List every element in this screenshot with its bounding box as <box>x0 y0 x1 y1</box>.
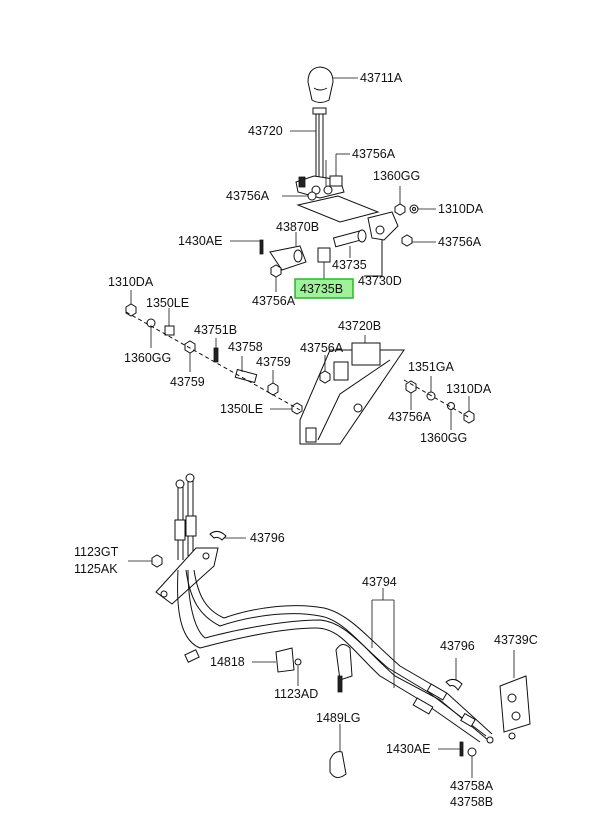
right-nuts-lower <box>403 376 475 430</box>
part-number-text: 43758A <box>450 779 494 793</box>
part-number-text: 1123GT <box>74 545 119 559</box>
part-label-43796_2: 43796 <box>440 639 475 653</box>
part-label-14818: 14818 <box>210 655 245 669</box>
part-number-text: 1310DA <box>446 382 492 396</box>
cable-clip-43796-top <box>209 530 246 541</box>
part-label-43756a_5: 43756A <box>300 341 344 355</box>
part-number-text: 1350LE <box>220 402 263 416</box>
part-label-43756a_2: 43756A <box>226 189 270 203</box>
part-number-text: 43796 <box>440 639 475 653</box>
part-label-43794: 43794 <box>362 575 397 589</box>
clamp-1489LG <box>329 724 347 778</box>
part-label-43756a_1: 43756A <box>352 147 396 161</box>
part-number-text: 43758 <box>228 340 263 354</box>
part-number-text: 43730D <box>358 274 402 288</box>
part-label-43758: 43758 <box>228 340 263 354</box>
part-number-text: 43756A <box>226 189 270 203</box>
part-number-text: 1430AE <box>178 234 222 248</box>
part-label-1350le_2: 1350LE <box>220 402 263 416</box>
part-label-1125ak: 1125AK <box>74 562 118 576</box>
part-label-1350le_1: 1350LE <box>146 296 189 310</box>
part-number-text: 14818 <box>210 655 245 669</box>
shift-knob <box>307 66 358 103</box>
part-number-text: 1489LG <box>316 711 360 725</box>
part-number-text: 1430AE <box>386 742 430 756</box>
part-number-text: 1360GG <box>420 431 467 445</box>
part-number-text: 43759 <box>170 375 205 389</box>
part-label-1310da_2: 1310DA <box>108 275 154 289</box>
lever-bracket <box>230 232 331 292</box>
part-number-text: 43796 <box>250 531 285 545</box>
part-number-text: 1310DA <box>108 275 154 289</box>
part-number-text: 1360GG <box>124 351 171 365</box>
bracket-plate <box>282 191 380 223</box>
part-label-43756a_3: 43756A <box>438 235 482 249</box>
part-number-text: 1310DA <box>438 202 484 216</box>
cable-43794-callout <box>371 588 395 688</box>
part-label-1360gg_3: 1360GG <box>420 431 467 445</box>
part-label-43796_1: 43796 <box>250 531 285 545</box>
part-label-1489lg: 1489LG <box>316 711 360 725</box>
part-number-text: 1351GA <box>408 360 455 374</box>
part-number-text: 43735B <box>300 282 343 296</box>
part-label-1310da_1: 1310DA <box>438 202 484 216</box>
part-label-1351ga: 1351GA <box>408 360 455 374</box>
part-label-43711a: 43711A <box>360 71 403 85</box>
part-number-text: 43759 <box>256 355 291 369</box>
part-label-43735: 43735 <box>332 258 367 272</box>
left-fastener-stack <box>125 290 303 415</box>
bracket-43739C <box>499 650 531 733</box>
part-label-1430ae_2: 1430AE <box>386 742 430 756</box>
part-label-43720b: 43720B <box>338 319 381 333</box>
part-label-43759_1: 43759 <box>256 355 291 369</box>
part-number-text: 43739C <box>494 633 538 647</box>
part-label-43758b: 43758B <box>450 795 493 809</box>
part-label-43751b: 43751B <box>194 323 237 337</box>
part-number-text: 1123AD <box>274 687 318 701</box>
part-number-text: 43758B <box>450 795 493 809</box>
part-number-text: 43794 <box>362 575 397 589</box>
right-nuts-upper <box>394 186 436 247</box>
part-label-43720: 43720 <box>248 124 283 138</box>
clip-1430AE <box>438 741 477 778</box>
part-number-text: 43720 <box>248 124 283 138</box>
part-number-text: 43756A <box>438 235 482 249</box>
part-label-43759_2: 43759 <box>170 375 205 389</box>
part-label-43739c: 43739C <box>494 633 538 647</box>
part-label-43758a: 43758A <box>450 779 494 793</box>
part-label-1360gg_2: 1360GG <box>124 351 171 365</box>
part-label-1123ad: 1123AD <box>274 687 318 701</box>
part-label-1430ae_1: 1430AE <box>178 234 222 248</box>
part-label-1310da_3: 1310DA <box>446 382 492 396</box>
part-label-43756a_4: 43756A <box>252 294 296 308</box>
part-number-text: 43870B <box>276 220 319 234</box>
part-number-text: 43735 <box>332 258 367 272</box>
part-number-text: 43756A <box>388 410 432 424</box>
part-number-text: 43756A <box>300 341 344 355</box>
part-labels: 43711A 43720 43756A 43756A 1360GG 1310DA 43870… <box>74 71 538 809</box>
part-number-text: 1360GG <box>373 169 420 183</box>
part-number-text: 43711A <box>360 71 403 85</box>
part-label-1360gg_1: 1360GG <box>373 169 420 183</box>
part-number-text: 1125AK <box>74 562 118 576</box>
shift-lever <box>290 107 327 183</box>
part-number-text: 43751B <box>194 323 237 337</box>
cable-clip-43796-right <box>445 658 463 691</box>
bracket-14818 <box>252 647 302 686</box>
part-number-text: 43720B <box>338 319 381 333</box>
part-label-1123gt: 1123GT <box>74 545 119 559</box>
pivot-linkage <box>332 211 399 277</box>
base-plate <box>299 335 405 445</box>
highlight-box <box>294 278 354 299</box>
part-label-43730d: 43730D <box>358 274 402 288</box>
part-number-text: 43756A <box>252 294 296 308</box>
part-label-43756a_6: 43756A <box>388 410 432 424</box>
part-number-text: 1350LE <box>146 296 189 310</box>
part-number-text: 43756A <box>352 147 396 161</box>
mount-bolt <box>128 554 163 568</box>
part-label-43735b: 43735B <box>294 278 354 299</box>
part-label-43870b: 43870B <box>276 220 319 234</box>
shift-cables <box>155 473 516 744</box>
